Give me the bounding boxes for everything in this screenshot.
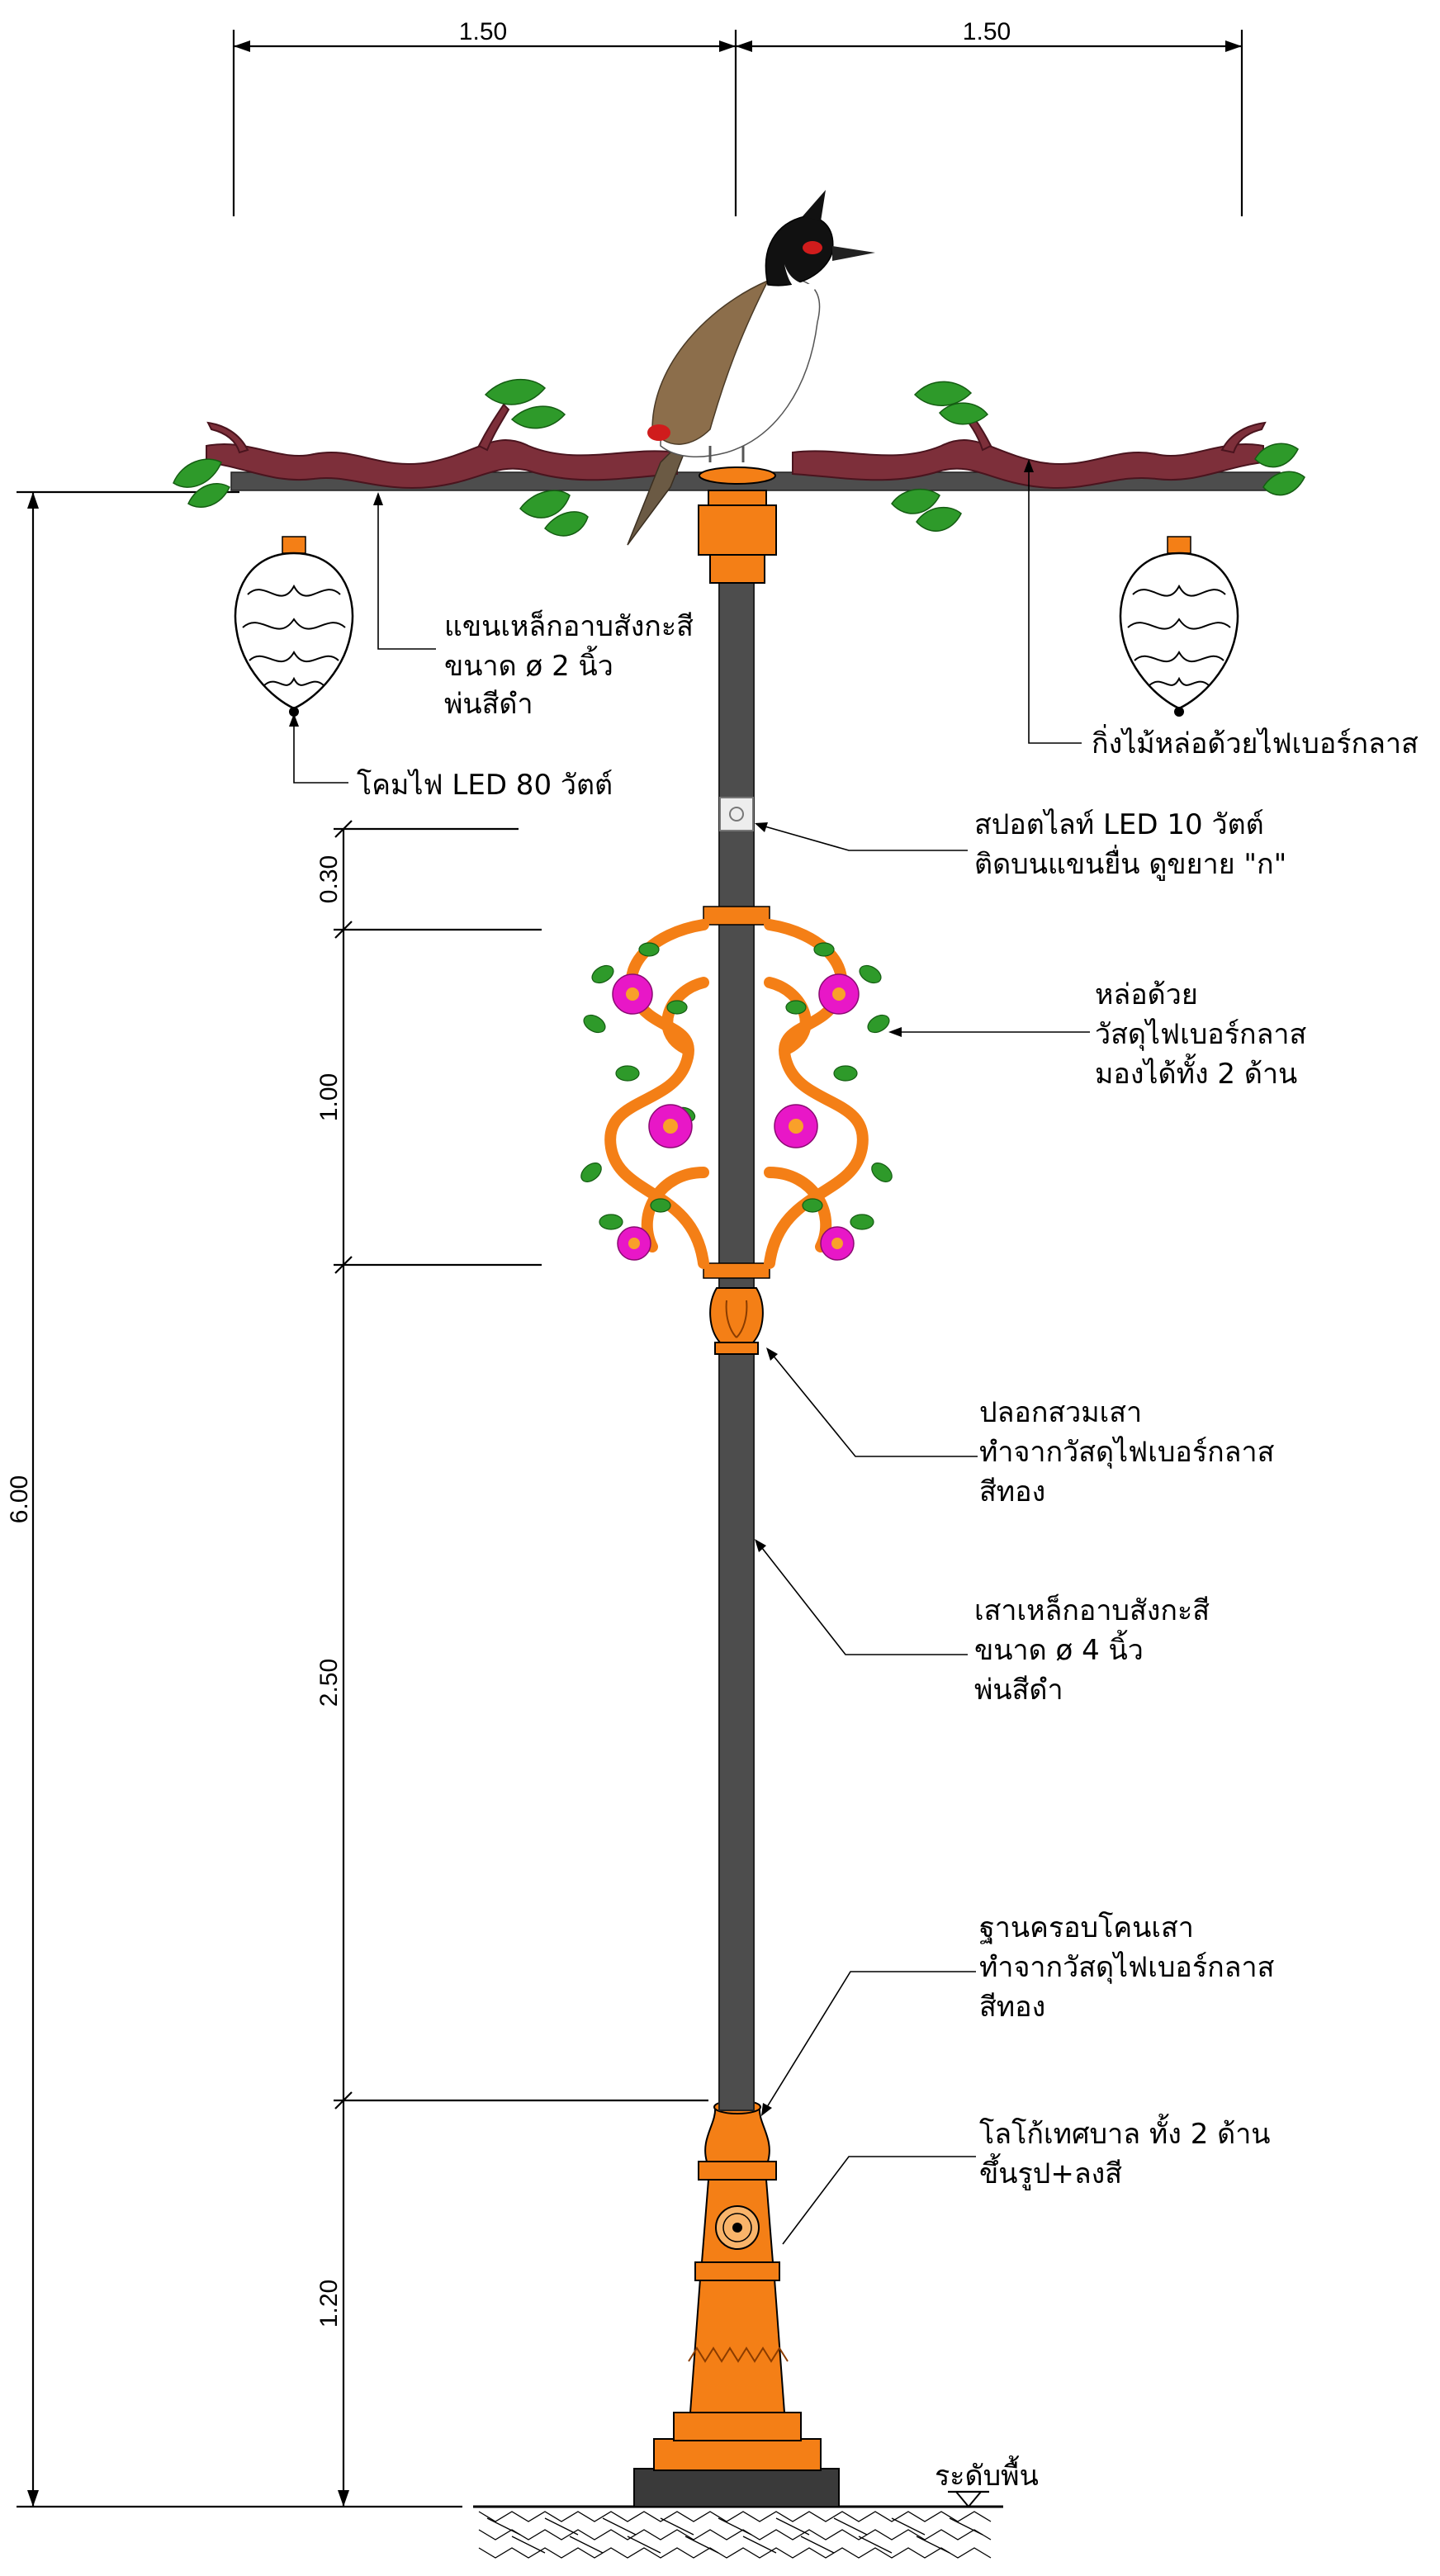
arm-steel-line3: พ่นสีดำ: [444, 688, 533, 721]
dim-total-height: 6.00: [6, 1475, 33, 1523]
panel-line3: มองได้ทั้ง 2 ด้าน: [1095, 1054, 1297, 1091]
callout-base-cover: ฐานครอบโคนเสา ทำจากวัสดุไฟเบอร์กลาส สีทอ…: [979, 1911, 1275, 2024]
lamp-right: [1119, 536, 1239, 717]
ground-level-marker: [948, 2490, 989, 2508]
segment-dimensions: [334, 820, 708, 2507]
base-cover-line2: ทำจากวัสดุไฟเบอร์กลาส: [979, 1951, 1275, 1984]
base-cover-line1: ฐานครอบโคนเสา: [979, 1911, 1194, 1944]
ground-level-label: ระดับพื้น: [935, 2455, 1039, 2493]
sleeve-line3: สีทอง: [979, 1475, 1045, 1508]
pole-collar: [698, 466, 777, 584]
callout-logo: โลโก้เทศบาล ทั้ง 2 ด้าน ขึ้นรูป+ลงสี: [979, 2114, 1271, 2190]
pole-line3: พ่นสีดำ: [974, 1674, 1063, 1707]
spotlight-line2: ติดบนแขนยื่น ดูขยาย "ก": [974, 845, 1286, 881]
dim-base-height: 1.20: [315, 2280, 343, 2327]
dim-arm-left: 1.50: [459, 18, 507, 45]
floral-panel: [580, 906, 893, 1279]
bird-ornament: [627, 190, 875, 546]
callout-branch: กิ่งไม้หล่อด้วยไฟเบอร์กลาส: [1092, 724, 1419, 760]
lamp-left: [234, 536, 354, 717]
branch-leaves: [173, 378, 1305, 537]
spotlight: [719, 797, 754, 831]
logo-line1: โลโก้เทศบาล ทั้ง 2 ด้าน: [979, 2114, 1271, 2151]
municipal-logo: [715, 2205, 760, 2250]
pole-sleeve: [709, 1287, 764, 1355]
base-cover-line3: สีทอง: [979, 1991, 1045, 2024]
dim-pole-mid: 2.50: [315, 1659, 343, 1707]
sleeve-line2: ทำจากวัสดุไฟเบอร์กลาส: [979, 1436, 1275, 1469]
panel-line1: หล่อด้วย: [1095, 978, 1198, 1011]
sleeve-line1: ปลอกสวมเสา: [979, 1396, 1142, 1429]
dim-arm-right: 1.50: [963, 18, 1011, 45]
callout-spotlight: สปอตไลท์ LED 10 วัตต์ ติดบนแขนยื่น ดูขยา…: [974, 808, 1286, 881]
callout-pole: เสาเหล็กอาบสังกะสี ขนาด ø 4 นิ้ว พ่นสีดำ: [974, 1593, 1210, 1707]
top-dimension-lines: [232, 30, 1243, 216]
logo-line2: ขึ้นรูป+ลงสี: [979, 2153, 1122, 2190]
pole-line1: เสาเหล็กอาบสังกะสี: [974, 1593, 1210, 1627]
ground-hatch: [473, 2505, 1003, 2559]
arm-steel-line2: ขนาด ø 2 นิ้ว: [444, 646, 613, 683]
callout-leaders: [289, 459, 1090, 2245]
callout-arm-steel: แขนเหล็กอาบสังกะสี ขนาด ø 2 นิ้ว พ่นสีดำ: [444, 609, 694, 721]
pole-line2: ขนาด ø 4 นิ้ว: [974, 1630, 1144, 1667]
base-cover: [633, 2100, 840, 2507]
spotlight-line1: สปอตไลท์ LED 10 วัตต์: [974, 808, 1264, 841]
callout-sleeve: ปลอกสวมเสา ทำจากวัสดุไฟเบอร์กลาส สีทอง: [979, 1396, 1275, 1508]
dim-spot-offset: 0.30: [315, 855, 343, 903]
callout-lamp: โคมไฟ LED 80 วัตต์: [357, 769, 613, 802]
callout-panel: หล่อด้วย วัสดุไฟเบอร์กลาส มองได้ทั้ง 2 ด…: [1095, 978, 1306, 1091]
panel-line2: วัสดุไฟเบอร์กลาส: [1095, 1018, 1306, 1051]
dim-panel-height: 1.00: [315, 1073, 343, 1121]
arm-steel-line1: แขนเหล็กอาบสังกะสี: [444, 609, 694, 643]
